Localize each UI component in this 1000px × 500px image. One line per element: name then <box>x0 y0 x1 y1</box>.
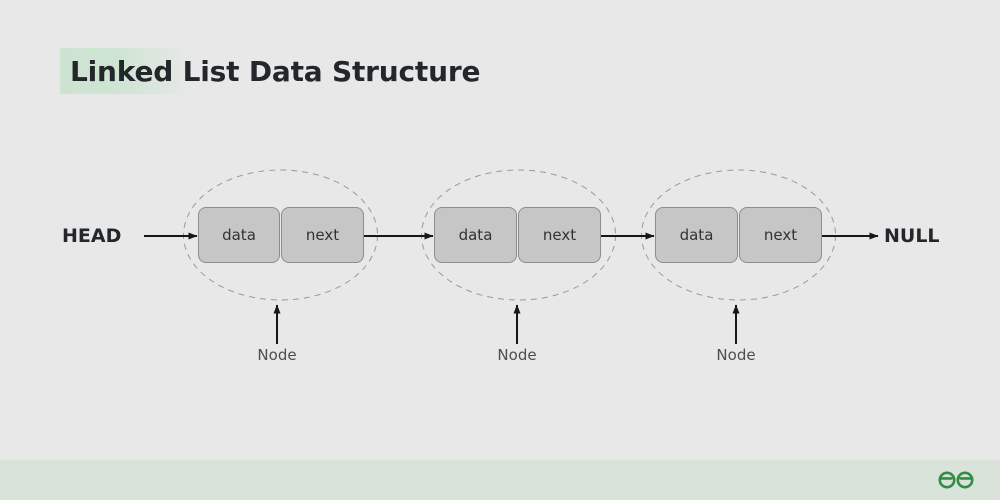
node-0-cell-next[interactable]: next <box>281 207 364 263</box>
node-1-cell-data[interactable]: data <box>434 207 517 263</box>
page-title: Linked List Data Structure <box>60 48 480 94</box>
geeksforgeeks-logo <box>938 471 974 489</box>
node-label-0: Node <box>257 346 297 364</box>
node-1-cell-next[interactable]: next <box>518 207 601 263</box>
node-2-cell-data[interactable]: data <box>655 207 738 263</box>
node-label-2: Node <box>716 346 756 364</box>
footer-band <box>0 460 1000 500</box>
node-2-cell-next[interactable]: next <box>739 207 822 263</box>
title-highlight <box>60 48 190 94</box>
page-title-text: Linked List Data Structure <box>70 54 481 88</box>
head-label: HEAD <box>62 225 122 247</box>
node-0-cell-data[interactable]: data <box>198 207 280 263</box>
null-label: NULL <box>884 225 940 247</box>
node-label-1: Node <box>497 346 537 364</box>
